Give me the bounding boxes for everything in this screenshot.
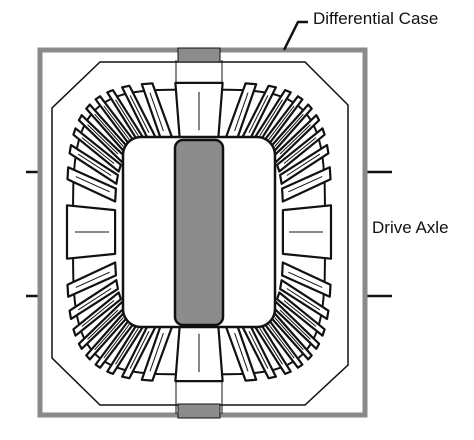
gear-tooth-ridge [259,327,283,365]
gear-tooth-ridge [77,288,112,311]
gear-tooth-ridge [87,124,119,155]
drive-axle-label: Drive Axle [372,218,449,237]
gear-tooth-ridge [267,105,295,141]
gear-tooth-ridge [149,92,164,132]
gear-tooth-ridge [234,332,249,372]
gear-tooth-ridge [286,153,321,176]
gear-tooth-ridge [115,99,139,137]
bottom-shaft-stub [177,403,221,419]
gear-tooth-ridge [81,300,115,327]
gear-tooth-ridge [129,330,150,369]
gear-tooth-ridge [274,113,304,147]
gear-tooth-ridge [103,105,131,141]
gear-tooth-ridge [267,323,295,359]
gear-tooth-ridge [248,330,269,369]
gear-tooth-ridge [283,137,317,164]
top-shaft-stub [177,47,221,63]
gear-tooth-ridge [75,271,110,288]
gear-tooth-ridge [103,323,131,359]
gear-tooth-ridge [94,113,124,147]
gear-tooth-ridge [94,317,124,351]
gear-tooth [66,166,117,203]
gear-tooth-ridge [288,271,323,288]
gear-tooth-ridge [279,124,311,155]
gear-tooth-ridge [234,92,249,132]
gear-tooth [66,261,117,298]
gear-tooth-ridge [115,327,139,365]
case-leader-line [282,20,308,51]
gear-tooth-ridge [87,309,119,340]
gear-tooth-ridge [149,332,164,372]
gear-tooth-ridge [283,300,317,327]
gear-tooth-ridge [248,95,269,134]
pinion-shaft-icon [173,138,225,327]
gear-tooth [281,166,332,203]
gear-tooth-ridge [286,288,321,311]
gear-tooth-ridge [279,309,311,340]
gear-tooth [281,261,332,298]
differential-case-label: Differential Case [313,9,439,28]
gear-tooth-ridge [77,153,112,176]
gear-tooth-ridge [274,317,304,351]
gear-tooth-ridge [81,137,115,164]
gear-tooth-ridge [259,99,283,137]
gear-tooth-ridge [288,176,323,193]
gear-tooth-ridge [129,95,150,134]
gear-tooth-ridge [75,176,110,193]
